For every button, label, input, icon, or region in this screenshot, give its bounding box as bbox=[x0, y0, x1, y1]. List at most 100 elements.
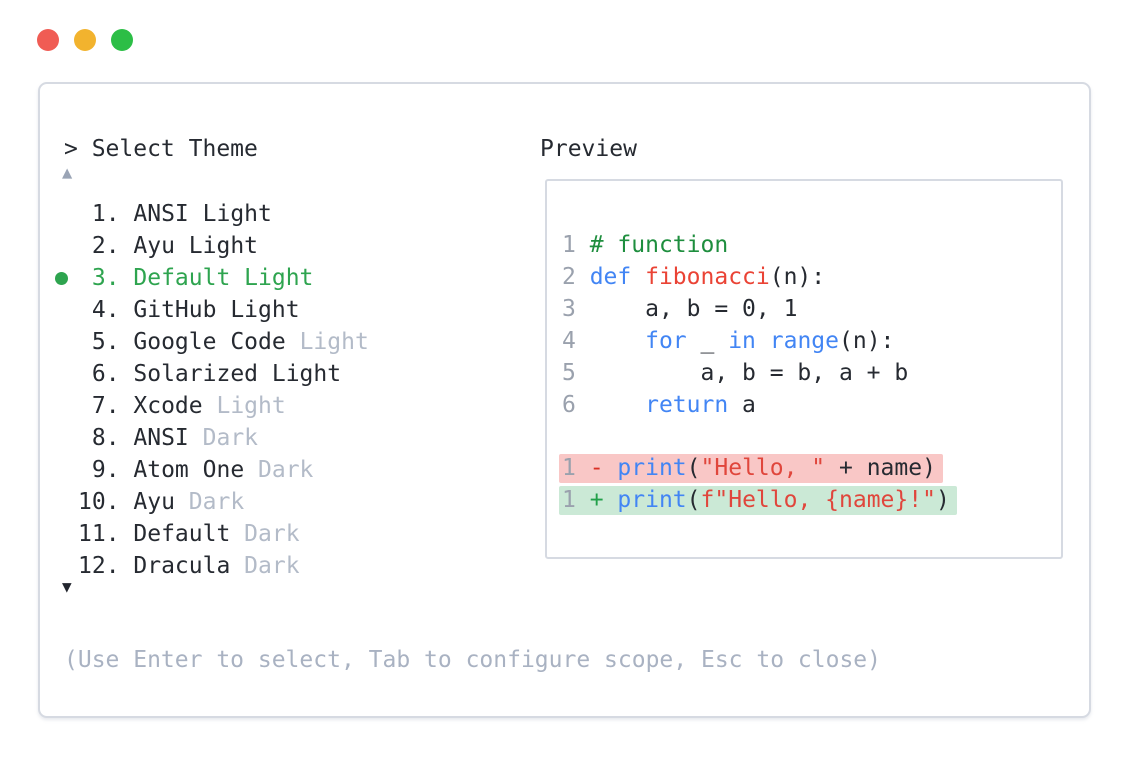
code-token: ) bbox=[935, 487, 950, 513]
theme-list-item[interactable]: 5. Google Code Light bbox=[40, 326, 520, 358]
theme-list-item[interactable]: 4. GitHub Light bbox=[40, 294, 520, 326]
theme-list-item[interactable]: 6. Solarized Light bbox=[40, 358, 520, 390]
selected-dot-icon bbox=[55, 272, 68, 285]
theme-picker-window: > Select Theme Preview ▲ 1. ANSI Light 2… bbox=[38, 82, 1091, 718]
code-token: return bbox=[645, 392, 729, 418]
maximize-button-icon[interactable] bbox=[111, 29, 133, 51]
code-token: ( bbox=[686, 455, 701, 481]
code-token: + bbox=[589, 487, 604, 513]
code-token: a, b = 0, 1 bbox=[589, 296, 798, 322]
theme-list-item[interactable]: 11. Default Dark bbox=[40, 518, 520, 550]
code-token: range bbox=[769, 328, 839, 354]
scroll-down-icon[interactable]: ▼ bbox=[62, 577, 72, 596]
diff-added-line: 1 + print(f"Hello, {name}!") bbox=[559, 486, 957, 515]
code-token: print bbox=[617, 487, 687, 513]
theme-item-label: Ayu bbox=[133, 489, 175, 515]
theme-item-label: Atom One bbox=[133, 457, 245, 483]
line-number: 6 bbox=[562, 392, 590, 418]
theme-list-item[interactable]: 8. ANSI Dark bbox=[40, 422, 520, 454]
theme-item-label: Xcode bbox=[133, 393, 203, 419]
code-line: 3 a, b = 0, 1 bbox=[562, 293, 1061, 325]
code-token: for bbox=[645, 328, 687, 354]
line-number: 1 bbox=[562, 487, 590, 513]
keyboard-hint: (Use Enter to select, Tab to configure s… bbox=[64, 647, 881, 673]
theme-item-number: 3. bbox=[78, 265, 134, 291]
code-token: a bbox=[728, 392, 756, 418]
theme-item-number: 12. bbox=[78, 553, 134, 579]
theme-item-label: Google Code bbox=[133, 329, 286, 355]
code-line: 2 def fibonacci(n): bbox=[562, 261, 1061, 293]
code-token: fibonacci bbox=[645, 264, 770, 290]
code-token: # function bbox=[589, 232, 729, 258]
line-number: 2 bbox=[562, 264, 590, 290]
code-token bbox=[590, 392, 645, 418]
theme-list-item[interactable]: 12. Dracula Dark bbox=[40, 550, 520, 582]
select-theme-prompt: > Select Theme bbox=[64, 136, 258, 162]
theme-item-label: GitHub Light bbox=[133, 297, 300, 323]
theme-item-label: Dracula bbox=[133, 553, 231, 579]
theme-item-number: 4. bbox=[78, 297, 134, 323]
theme-item-variant: Dark bbox=[188, 425, 259, 451]
theme-item-variant: Light bbox=[202, 393, 286, 419]
theme-item-number: 8. bbox=[78, 425, 134, 451]
code-token: (n): bbox=[769, 264, 826, 290]
code-line: 4 for _ in range(n): bbox=[562, 325, 1061, 357]
theme-list-item[interactable]: 2. Ayu Light bbox=[40, 230, 520, 262]
theme-item-number: 10. bbox=[78, 489, 134, 515]
code-token: in bbox=[728, 328, 756, 354]
close-button-icon[interactable] bbox=[37, 29, 59, 51]
theme-item-number: 9. bbox=[78, 457, 134, 483]
theme-item-label: Default bbox=[133, 521, 231, 547]
theme-item-label: Ayu Light bbox=[133, 233, 259, 259]
theme-item-label: ANSI bbox=[133, 425, 189, 451]
line-number: 1 bbox=[562, 232, 590, 258]
code-token bbox=[604, 487, 618, 513]
code-token: - bbox=[589, 455, 604, 481]
code-token bbox=[631, 264, 645, 290]
code-token: _ bbox=[686, 328, 729, 354]
theme-list-item[interactable]: 9. Atom One Dark bbox=[40, 454, 520, 486]
code-token bbox=[590, 328, 645, 354]
code-line: 5 a, b = b, a + b bbox=[562, 357, 1061, 389]
code-line: 1 # function bbox=[562, 229, 1061, 261]
line-number: 1 bbox=[562, 455, 590, 481]
code-token: (n): bbox=[839, 328, 895, 354]
code-token: print bbox=[617, 455, 687, 481]
theme-item-number: 11. bbox=[78, 521, 134, 547]
theme-item-number: 1. bbox=[78, 201, 134, 227]
theme-list-item[interactable]: 1. ANSI Light bbox=[40, 198, 520, 230]
code-token bbox=[604, 455, 618, 481]
theme-item-number: 5. bbox=[78, 329, 134, 355]
theme-item-variant: Dark bbox=[230, 553, 300, 579]
preview-title: Preview bbox=[540, 136, 637, 162]
code-line: 1 + print(f"Hello, {name}!") bbox=[559, 485, 1061, 517]
theme-item-label: Default Light bbox=[133, 265, 314, 291]
theme-item-variant: Light bbox=[285, 329, 369, 355]
code-token: "Hello, " bbox=[700, 455, 826, 481]
window-controls bbox=[37, 29, 133, 51]
scroll-up-icon[interactable]: ▲ bbox=[62, 163, 73, 183]
theme-item-variant: Dark bbox=[244, 457, 314, 483]
theme-item-number: 6. bbox=[78, 361, 134, 387]
code-token: f"Hello, {name}!" bbox=[700, 487, 936, 513]
theme-item-label: Solarized Light bbox=[133, 361, 342, 387]
theme-item-variant: Dark bbox=[230, 521, 300, 547]
code-line bbox=[562, 421, 1061, 453]
theme-list-item[interactable]: 10. Ayu Dark bbox=[40, 486, 520, 518]
minimize-button-icon[interactable] bbox=[74, 29, 96, 51]
theme-list-item[interactable]: 7. Xcode Light bbox=[40, 390, 520, 422]
code-token: def bbox=[589, 264, 632, 290]
theme-list: 1. ANSI Light 2. Ayu Light 3. Default Li… bbox=[40, 198, 520, 582]
code-token bbox=[756, 328, 770, 354]
code-line: 6 return a bbox=[562, 389, 1061, 421]
theme-item-label: ANSI Light bbox=[133, 201, 272, 227]
theme-list-item[interactable]: 3. Default Light bbox=[40, 262, 520, 294]
code-line: 1 - print("Hello, " + name) bbox=[559, 453, 1061, 485]
theme-item-variant: Dark bbox=[174, 489, 245, 515]
line-number: 5 bbox=[562, 360, 590, 386]
diff-removed-line: 1 - print("Hello, " + name) bbox=[559, 454, 943, 483]
code-token: a, b = b, a + b bbox=[589, 360, 909, 386]
